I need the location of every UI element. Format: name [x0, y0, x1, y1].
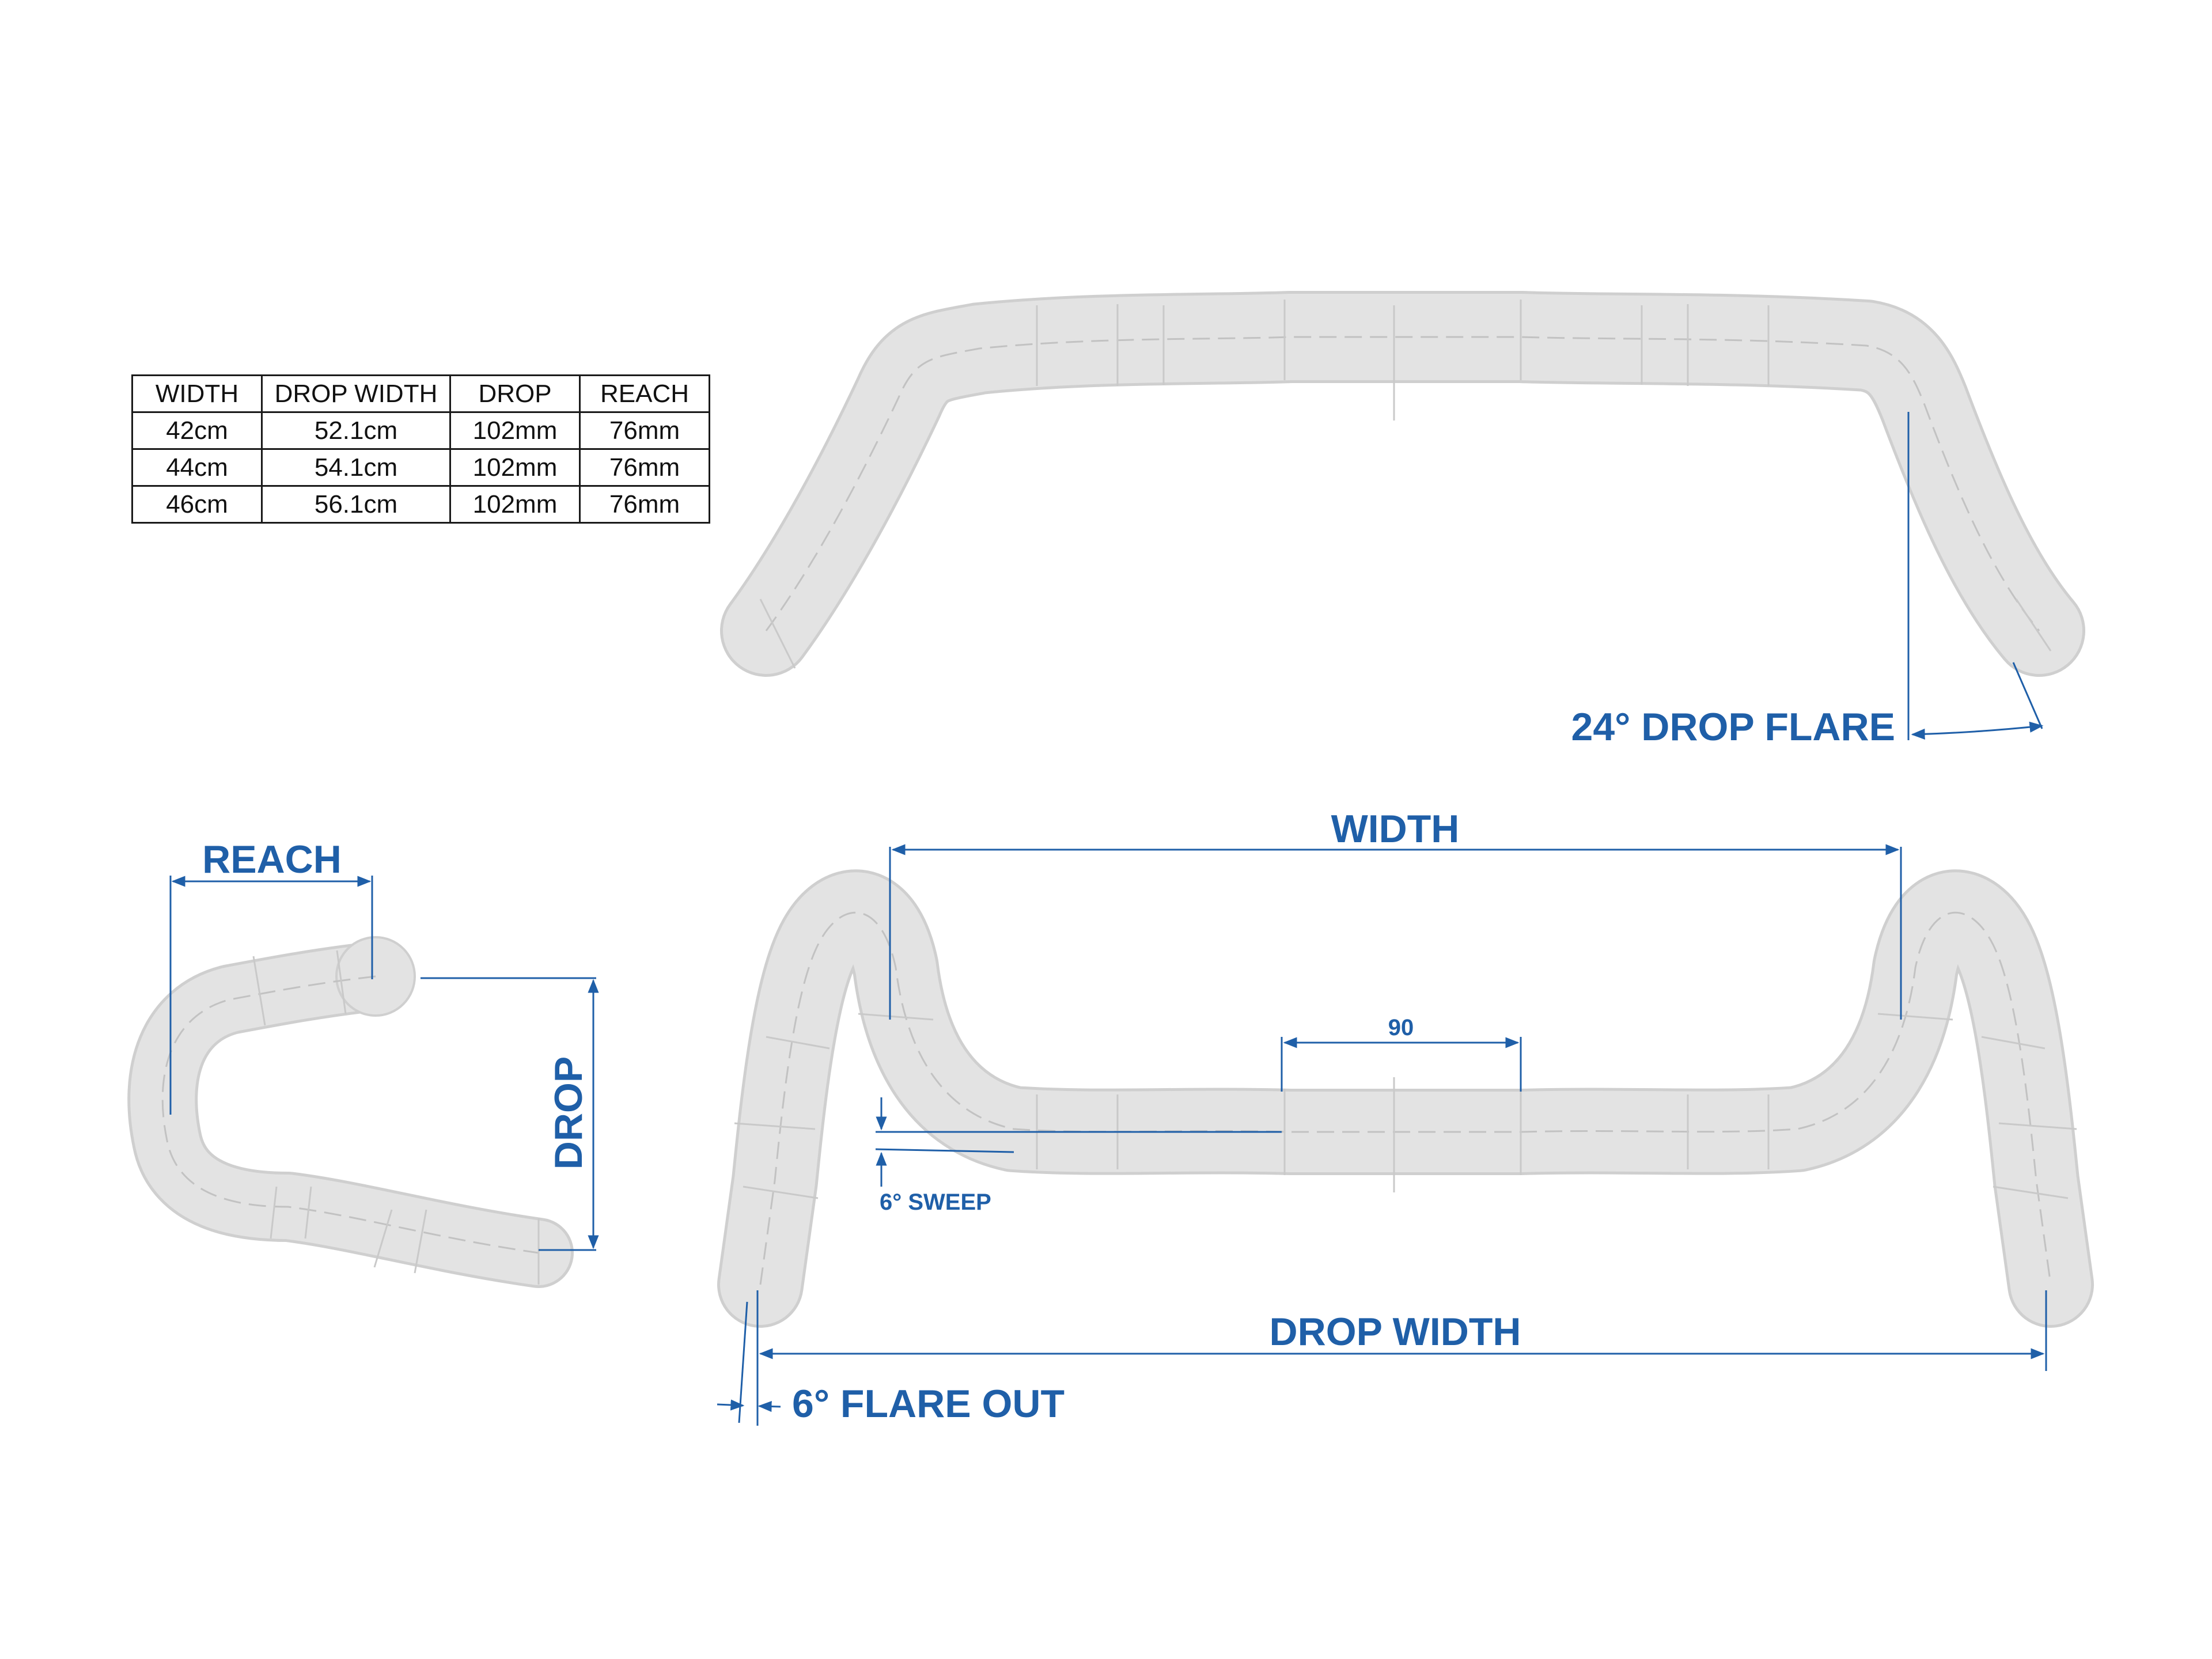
table-cell: 46cm [131, 485, 263, 524]
table-cell: 76mm [579, 485, 710, 524]
table-cell: 102mm [449, 448, 581, 487]
handlebar-front-view [717, 869, 2094, 1328]
handlebar-top-view [720, 291, 2085, 677]
sweep-label: 6° SWEEP [880, 1190, 991, 1215]
drop-flare-label: 24° DROP FLARE [1571, 705, 1896, 749]
flare-out-dimension: 6° FLARE OUT [717, 1301, 1065, 1426]
table-cell: 102mm [449, 411, 581, 450]
col-header-reach: REACH [579, 374, 710, 413]
width-label: WIDTH [1331, 807, 1460, 851]
table-cell: 56.1cm [261, 485, 451, 524]
table-cell: 102mm [449, 485, 581, 524]
handlebar-side-view [127, 936, 574, 1288]
reach-dimension: REACH [169, 838, 373, 1115]
table-cell: 52.1cm [261, 411, 451, 450]
table-row: 42cm 52.1cm 102mm 76mm [131, 411, 710, 450]
sweep-dimension: 6° SWEEP [875, 1097, 1282, 1215]
col-header-drop-width: DROP WIDTH [261, 374, 451, 413]
geometry-table: WIDTH DROP WIDTH DROP REACH 42cm 52.1cm … [131, 374, 710, 524]
table-cell: 76mm [579, 411, 710, 450]
table-row: 46cm 56.1cm 102mm 76mm [131, 485, 710, 524]
drop-width-dimension: DROP WIDTH [756, 1290, 2047, 1426]
flare-out-label: 6° FLARE OUT [792, 1382, 1065, 1426]
table-cell: 42cm [131, 411, 263, 450]
col-header-width: WIDTH [131, 374, 263, 413]
drop-width-label: DROP WIDTH [1270, 1310, 1521, 1354]
col-header-drop: DROP [449, 374, 581, 413]
width-dimension: WIDTH [889, 807, 1902, 1020]
drop-dimension: DROP [421, 977, 599, 1251]
table-cell: 44cm [131, 448, 263, 487]
reach-label: REACH [202, 838, 342, 881]
table-header-row: WIDTH DROP WIDTH DROP REACH [131, 374, 710, 413]
drop-label: DROP [547, 1056, 590, 1169]
table-cell: 76mm [579, 448, 710, 487]
center-width-dimension: 90 [1281, 1015, 1522, 1092]
table-cell: 54.1cm [261, 448, 451, 487]
table-row: 44cm 54.1cm 102mm 76mm [131, 448, 710, 487]
drop-flare-dimension: 24° DROP FLARE [1571, 412, 2044, 749]
center-width-label: 90 [1388, 1015, 1414, 1040]
